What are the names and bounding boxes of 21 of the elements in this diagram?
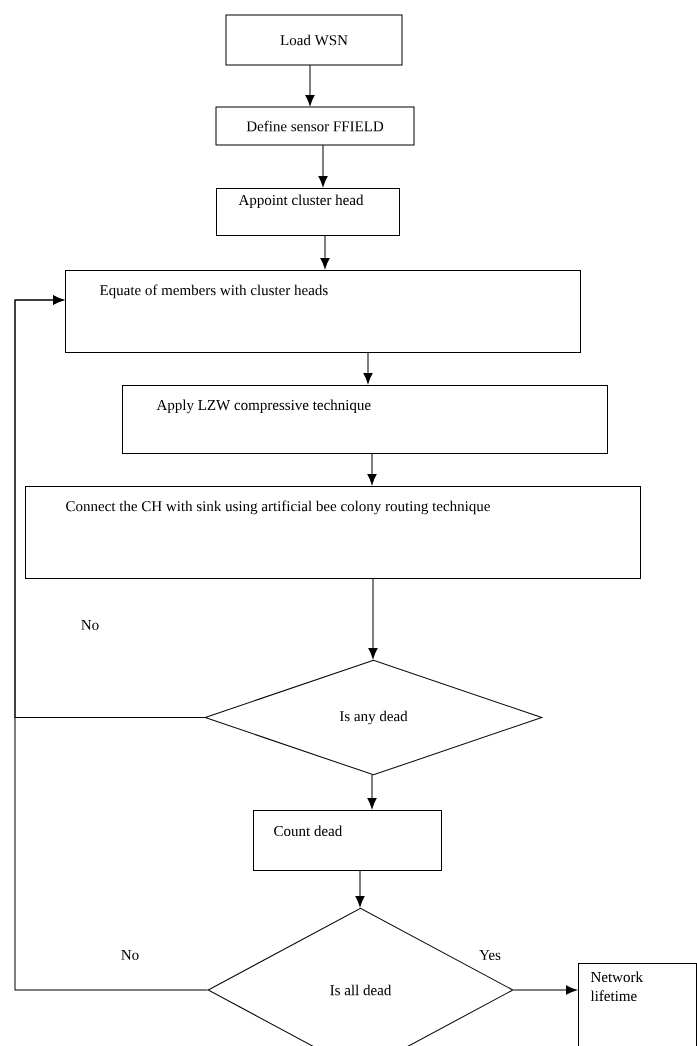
edge-label: Yes [478,949,502,961]
process-box: Count dead [253,810,442,871]
arrow [318,144,328,187]
process-box: Load WSN [225,14,403,66]
process-box: Equate of members with cluster heads [65,270,581,353]
arrow [14,295,208,991]
process-box: Appoint cluster head [216,188,400,236]
arrow [367,452,377,485]
arrow [368,577,378,659]
edge-label: No [119,949,141,961]
process-box: Apply LZW compressive technique [122,385,608,454]
arrow [320,234,330,269]
arrow [355,869,365,907]
arrow [363,351,373,384]
process-box: Network lifetime [578,963,697,1046]
process-box: Define sensor FFIELD [215,106,415,146]
arrow [367,774,377,809]
process-box: Connect the CH with sink using artificial bee colony routing technique [25,486,641,579]
edge-label: No [79,619,101,631]
arrow [513,985,577,995]
arrow [305,64,315,106]
